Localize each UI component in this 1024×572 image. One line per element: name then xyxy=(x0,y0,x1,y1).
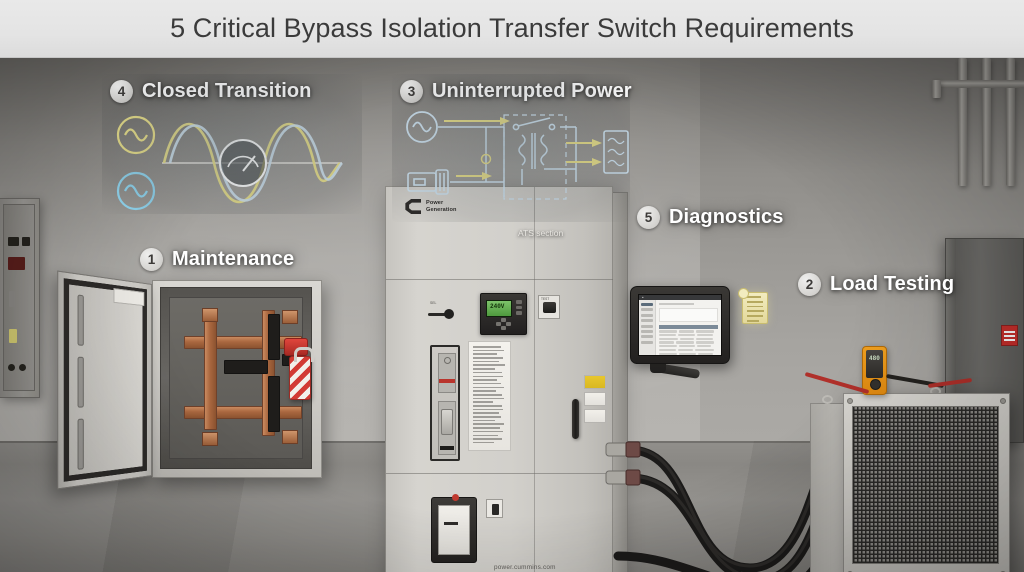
callout-badge-1: 1 xyxy=(140,248,163,271)
lifting-eye xyxy=(822,395,833,404)
callout-load-testing: 2 Load Testing xyxy=(798,273,954,296)
clock-badge-icon xyxy=(738,288,749,299)
bus-lug xyxy=(202,308,218,322)
conduit-pipe xyxy=(1006,58,1015,186)
switch-block xyxy=(268,314,280,360)
conduit-drop xyxy=(932,80,941,98)
rating-label xyxy=(584,409,606,423)
controller-display-value: 240V xyxy=(490,303,505,310)
switch-block xyxy=(224,360,268,374)
multimeter-reading: 480 xyxy=(869,355,880,362)
danger-label xyxy=(1001,325,1018,346)
breaker-operating-handle[interactable] xyxy=(441,409,453,435)
diagnostics-tablet[interactable]: ● xyxy=(630,286,768,396)
callout-label-load-testing: Load Testing xyxy=(830,273,955,295)
cummins-power-generation-logo: Power Generation xyxy=(404,199,457,214)
breaker-handle-panel[interactable] xyxy=(430,345,460,461)
sync-check-gauge-icon xyxy=(219,139,267,187)
enclosure-interior xyxy=(160,287,312,469)
test-switch-label: TEST xyxy=(541,297,550,301)
utility-source-icon xyxy=(406,111,438,143)
cabinet-door-handle[interactable] xyxy=(572,399,579,439)
auxiliary-switch[interactable] xyxy=(486,499,503,518)
load-bank-grille xyxy=(852,406,999,564)
conduit-pipe xyxy=(982,58,991,186)
tablet-screen[interactable]: ● xyxy=(638,294,722,356)
switch-block xyxy=(268,376,280,432)
lockout-tagout-tag xyxy=(289,347,314,400)
ats-one-line-diagram xyxy=(406,111,629,200)
report-document-icon xyxy=(738,288,768,324)
title-bar: 5 Critical Bypass Isolation Transfer Swi… xyxy=(0,0,1024,58)
bus-lug xyxy=(202,432,218,446)
selector-switch-label: SEL xyxy=(430,301,437,305)
callout-badge-5: 5 xyxy=(637,206,660,229)
transformer-symbol xyxy=(518,133,560,185)
enclosure-door[interactable] xyxy=(57,270,153,490)
brand-line-1: Power xyxy=(426,200,443,206)
callout-label-maintenance: Maintenance xyxy=(172,248,295,270)
warning-label-stack xyxy=(584,375,606,426)
instruction-placard xyxy=(468,341,511,451)
indicator-light xyxy=(444,357,451,364)
cabinet-url-label: power.cummins.com xyxy=(494,564,556,571)
tablet-app-titlebar: ● xyxy=(639,295,721,300)
load-icon xyxy=(603,130,629,174)
resistive-load-bank: 480 xyxy=(804,346,1010,572)
controller-display: 240V xyxy=(486,300,512,317)
scene-photo: Power Generation SEL 240V xyxy=(0,58,1024,572)
digital-multimeter: 480 xyxy=(862,346,887,395)
conduit-header xyxy=(932,80,1024,88)
bus-lug xyxy=(282,310,298,324)
copper-busbar xyxy=(184,406,302,419)
camlock-connector xyxy=(605,441,641,486)
breaker-position-flag xyxy=(439,379,455,383)
callout-badge-4: 4 xyxy=(110,80,133,103)
page-title: 5 Critical Bypass Isolation Transfer Swi… xyxy=(170,13,854,43)
callout-diagnostics: 5 Diagnostics xyxy=(637,206,783,229)
callout-badge-3: 3 xyxy=(400,80,423,103)
tablet-content xyxy=(656,300,721,355)
conduit-pipe xyxy=(958,58,967,186)
brand-line-2: Generation xyxy=(426,207,457,213)
caution-label xyxy=(584,375,606,389)
multimeter-display: 480 xyxy=(866,350,883,378)
utility-source-icon xyxy=(116,171,156,211)
wall-electrical-panel xyxy=(0,198,40,398)
callout-label-diagnostics: Diagnostics xyxy=(669,206,784,228)
transfer-switch-controller[interactable]: 240V xyxy=(480,293,527,335)
multimeter-dial[interactable] xyxy=(870,379,881,390)
test-switch[interactable]: TEST xyxy=(538,295,560,319)
controller-softkeys[interactable] xyxy=(516,300,522,315)
tablet-table-header xyxy=(659,325,718,329)
callout-label-uninterrupted-power: Uninterrupted Power xyxy=(432,80,632,103)
maintenance-enclosure xyxy=(52,270,322,490)
selector-switch[interactable]: SEL xyxy=(428,301,454,319)
controller-navpad[interactable] xyxy=(496,318,511,330)
bypass-isolation-transfer-switch-cabinet: Power Generation SEL 240V xyxy=(385,186,628,572)
status-led xyxy=(452,494,459,501)
generator-source-icon xyxy=(116,115,156,155)
warning-label xyxy=(584,392,606,406)
callout-badge-2: 2 xyxy=(798,273,821,296)
ats-section-label: ATS section xyxy=(518,228,564,238)
callout-maintenance: 1 Maintenance xyxy=(140,248,294,271)
transfer-switch-contacts xyxy=(512,117,556,131)
callout-uninterrupted-power: 3 Uninterrupted Power xyxy=(392,74,632,238)
closed-transition-diagram xyxy=(116,115,344,211)
callout-closed-transition: 4 Closed Transition xyxy=(102,74,362,217)
bus-lug xyxy=(282,430,298,444)
tablet-sidebar[interactable] xyxy=(639,300,656,355)
generator-icon xyxy=(407,169,449,195)
callout-label-closed-transition: Closed Transition xyxy=(142,80,312,103)
lower-viewing-window xyxy=(431,494,477,563)
copper-busbar xyxy=(204,318,217,430)
